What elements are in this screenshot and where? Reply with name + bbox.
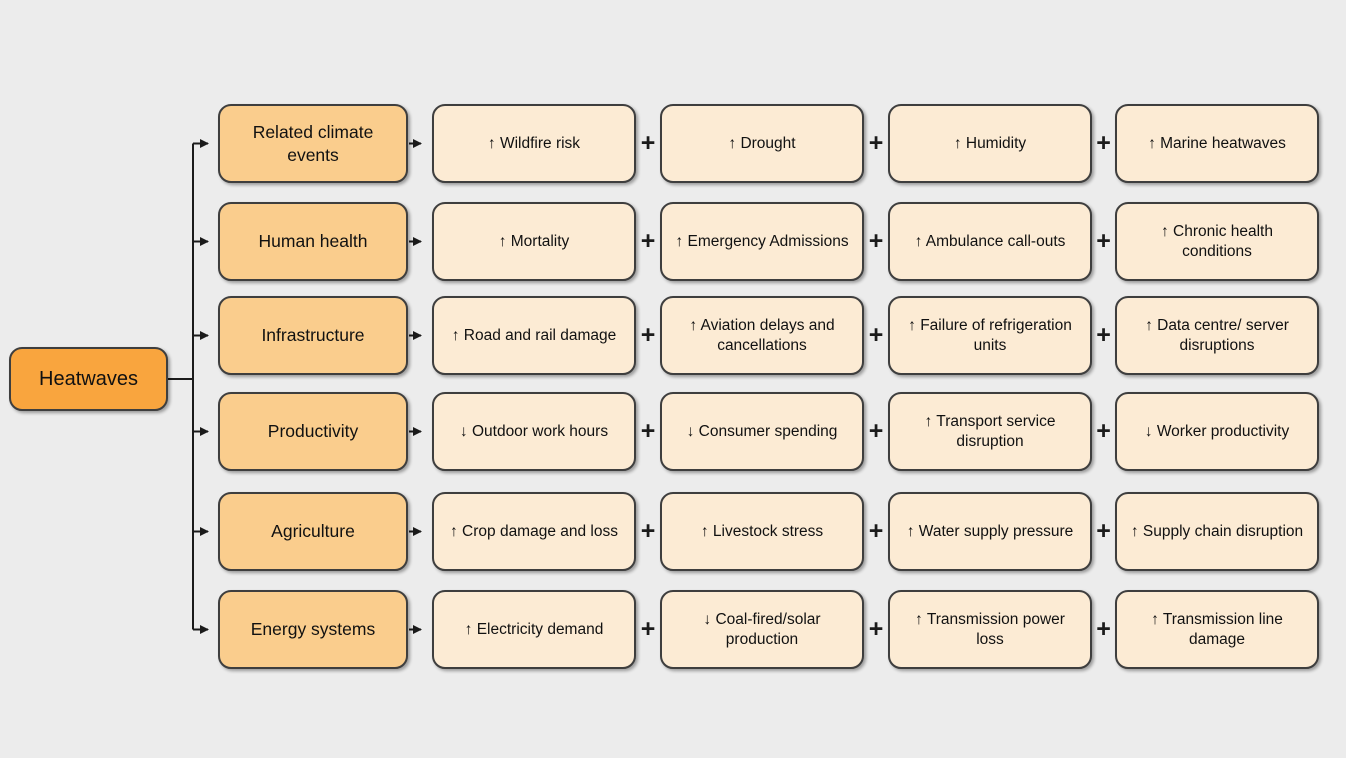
category-box-related-climate-events: Related climate events xyxy=(218,104,408,183)
impact-label: ↑ Chronic health conditions xyxy=(1160,222,1273,260)
impact-box: ↑ Aviation delays and cancellations xyxy=(660,296,864,375)
category-label: Related climate events xyxy=(252,122,374,165)
plus-sign: + xyxy=(1096,615,1111,643)
impact-label: ↑ Humidity xyxy=(953,134,1027,152)
impact-label: ↑ Transmission line damage xyxy=(1151,610,1283,648)
impact-label: ↑ Aviation delays and cancellations xyxy=(689,316,835,354)
plus-sign: + xyxy=(1096,321,1111,349)
plus-sign: + xyxy=(868,517,884,545)
impact-box: ↑ Transmission line damage xyxy=(1115,590,1319,669)
plus-sign: + xyxy=(868,615,884,643)
diagram-row-related-climate-events: Related climate events ↑ Wildfire risk +… xyxy=(0,104,1346,183)
impact-box: ↑ Transport service disruption xyxy=(888,392,1092,471)
plus-sign: + xyxy=(1096,417,1111,445)
impact-box: ↓ Coal-fired/solar production xyxy=(660,590,864,669)
impact-label: ↓ Coal-fired/solar production xyxy=(703,610,821,648)
plus-sign: + xyxy=(640,615,656,643)
impact-box: ↑ Emergency Admissions xyxy=(660,202,864,281)
impact-label: ↑ Transport service disruption xyxy=(924,412,1056,450)
impact-label: ↑ Failure of refrigeration units xyxy=(908,316,1072,354)
category-box-energy-systems: Energy systems xyxy=(218,590,408,669)
impact-label: ↑ Marine heatwaves xyxy=(1148,134,1286,152)
plus-sign: + xyxy=(868,417,884,445)
impact-label: ↑ Livestock stress xyxy=(700,522,824,540)
impact-box: ↓ Consumer spending xyxy=(660,392,864,471)
plus-sign: + xyxy=(640,517,656,545)
impact-box: ↑ Ambulance call-outs xyxy=(888,202,1092,281)
impact-box: ↑ Failure of refrigeration units xyxy=(888,296,1092,375)
impact-label: ↓ Outdoor work hours xyxy=(459,422,609,440)
impact-box: ↑ Road and rail damage xyxy=(432,296,636,375)
category-label: Human health xyxy=(258,231,368,252)
impact-box: ↑ Marine heatwaves xyxy=(1115,104,1319,183)
impact-box: ↑ Electricity demand xyxy=(432,590,636,669)
impact-label: ↑ Water supply pressure xyxy=(906,522,1074,540)
root-label: Heatwaves xyxy=(39,367,138,390)
impact-label: ↑ Road and rail damage xyxy=(451,326,617,344)
impact-box: ↑ Data centre/ server disruptions xyxy=(1115,296,1319,375)
plus-sign: + xyxy=(1096,227,1111,255)
plus-sign: + xyxy=(1096,129,1111,157)
impact-label: ↑ Supply chain disruption xyxy=(1130,522,1304,540)
category-box-human-health: Human health xyxy=(218,202,408,281)
category-box-agriculture: Agriculture xyxy=(218,492,408,571)
plus-sign: + xyxy=(640,321,656,349)
impact-box: ↑ Mortality xyxy=(432,202,636,281)
diagram-row-agriculture: Agriculture ↑ Crop damage and loss + ↑ L… xyxy=(0,492,1346,571)
impact-box: ↑ Drought xyxy=(660,104,864,183)
impact-box: ↑ Chronic health conditions xyxy=(1115,202,1319,281)
plus-sign: + xyxy=(868,321,884,349)
impact-box: ↑ Wildfire risk xyxy=(432,104,636,183)
category-label: Energy systems xyxy=(250,619,376,640)
impact-label: ↑ Crop damage and loss xyxy=(449,522,618,540)
impact-box: ↑ Humidity xyxy=(888,104,1092,183)
plus-sign: + xyxy=(1096,517,1111,545)
diagram-row-productivity: Productivity ↓ Outdoor work hours + ↓ Co… xyxy=(0,392,1346,471)
impact-label: ↓ Consumer spending xyxy=(686,422,838,440)
impact-label: ↑ Mortality xyxy=(498,232,570,250)
diagram-row-energy-systems: Energy systems ↑ Electricity demand + ↓ … xyxy=(0,590,1346,669)
impact-label: ↑ Electricity demand xyxy=(464,620,604,638)
impact-box: ↓ Outdoor work hours xyxy=(432,392,636,471)
impact-label: ↑ Drought xyxy=(728,134,796,152)
category-box-infrastructure: Infrastructure xyxy=(218,296,408,375)
category-label: Infrastructure xyxy=(261,325,365,346)
impact-label: ↑ Ambulance call-outs xyxy=(914,232,1066,250)
root-node-heatwaves: Heatwaves xyxy=(9,347,168,411)
plus-sign: + xyxy=(640,227,656,255)
plus-sign: + xyxy=(868,129,884,157)
category-box-productivity: Productivity xyxy=(218,392,408,471)
impact-box: ↑ Supply chain disruption xyxy=(1115,492,1319,571)
impact-label: ↑ Emergency Admissions xyxy=(675,232,849,250)
impact-label: ↓ Worker productivity xyxy=(1144,422,1290,440)
impact-box: ↑ Crop damage and loss xyxy=(432,492,636,571)
plus-sign: + xyxy=(868,227,884,255)
plus-sign: + xyxy=(640,129,656,157)
impact-box: ↑ Water supply pressure xyxy=(888,492,1092,571)
impact-label: ↑ Data centre/ server disruptions xyxy=(1145,316,1289,354)
category-label: Agriculture xyxy=(271,521,355,542)
impact-label: ↑ Transmission power loss xyxy=(915,610,1065,648)
diagram-row-infrastructure: Infrastructure ↑ Road and rail damage + … xyxy=(0,296,1346,375)
impact-box: ↑ Livestock stress xyxy=(660,492,864,571)
category-label: Productivity xyxy=(267,421,359,442)
plus-sign: + xyxy=(640,417,656,445)
diagram-row-human-health: Human health ↑ Mortality + ↑ Emergency A… xyxy=(0,202,1346,281)
impact-box: ↓ Worker productivity xyxy=(1115,392,1319,471)
impact-label: ↑ Wildfire risk xyxy=(487,134,581,152)
impact-box: ↑ Transmission power loss xyxy=(888,590,1092,669)
